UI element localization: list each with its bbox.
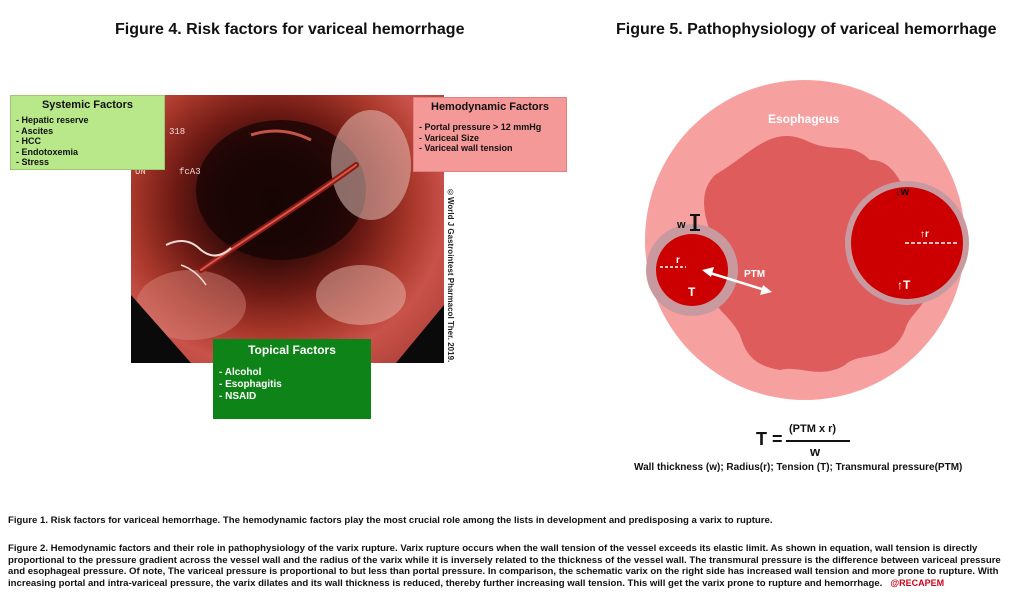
equation-denominator: w	[810, 444, 821, 459]
hemodynamic-factors-title: Hemodynamic Factors	[431, 101, 549, 113]
hemodynamic-item: - Variceal Size	[419, 132, 480, 143]
systemic-item: - Endotoxemia	[16, 146, 79, 157]
equation-legend: Wall thickness (w); Radius(r); Tension (…	[634, 462, 963, 473]
topical-item: - Esophagitis	[219, 379, 282, 390]
systemic-factors-title: Systemic Factors	[41, 99, 134, 111]
endo-label-1: 318	[169, 127, 186, 137]
hemodynamic-item: - Variceal wall tension	[419, 143, 513, 153]
caption-figure-1: Figure 1. Risk factors for variceal hemo…	[8, 515, 773, 526]
endoscopy-artwork	[131, 110, 444, 363]
small-w-label: w	[676, 219, 686, 231]
small-varix	[656, 234, 728, 306]
varix-schematic-svg: Esophageus w r T PTM ↓w ↑r ↑T	[645, 80, 969, 400]
figure5-title: Figure 5. Pathophysiology of variceal he…	[616, 21, 997, 38]
ptm-label: PTM	[744, 269, 765, 280]
topical-item: - Alcohol	[219, 367, 262, 378]
topical-item: - NSAID	[219, 391, 257, 402]
systemic-item: - Ascites	[16, 125, 54, 136]
caption-figure-2: Figure 2. Hemodynamic factors and their …	[8, 543, 1020, 589]
equation-lhs: T =	[756, 429, 783, 449]
esophagus-label: Esophageus	[768, 112, 840, 126]
endo-label-2: UN	[135, 167, 146, 177]
equation-numerator: (PTM x r)	[789, 423, 837, 435]
hemodynamic-item: - Portal pressure > 12 mmHg	[419, 122, 542, 132]
large-w-label: ↓w	[895, 186, 910, 198]
systemic-factors-box: Systemic Factors - Hepatic reserve - Asc…	[10, 95, 165, 170]
systemic-item: - Hepatic reserve	[16, 115, 89, 125]
recapem-handle: @RECAPEM	[890, 577, 945, 588]
large-r-label: ↑r	[920, 229, 929, 240]
image-credit: ©World J Gastrointest Pharmacol Ther. 20…	[446, 188, 455, 363]
equation-fraction-bar	[786, 440, 850, 442]
endo-label-3: fcA3	[179, 167, 201, 177]
figure4-title: Figure 4. Risk factors for variceal hemo…	[115, 21, 465, 38]
hemodynamic-factors-box: Hemodynamic Factors - Portal pressure > …	[413, 97, 567, 172]
small-r-label: r	[676, 255, 680, 266]
small-T-label: T	[688, 285, 696, 299]
ptm-arrow	[709, 271, 766, 292]
large-T-label: ↑T	[897, 278, 911, 292]
topical-factors-title: Topical Factors	[248, 343, 336, 357]
varix-schematic: Esophageus w r T PTM ↓w ↑r ↑T	[620, 65, 1000, 420]
systemic-item: - HCC	[16, 136, 41, 146]
caption-figure-2-text: Figure 2. Hemodynamic factors and their …	[8, 543, 1001, 589]
endoscopy-image: 318 UN fcA3	[131, 95, 444, 363]
systemic-item: - Stress	[16, 157, 50, 167]
topical-factors-box: Topical Factors - Alcohol - Esophagitis …	[213, 339, 371, 419]
